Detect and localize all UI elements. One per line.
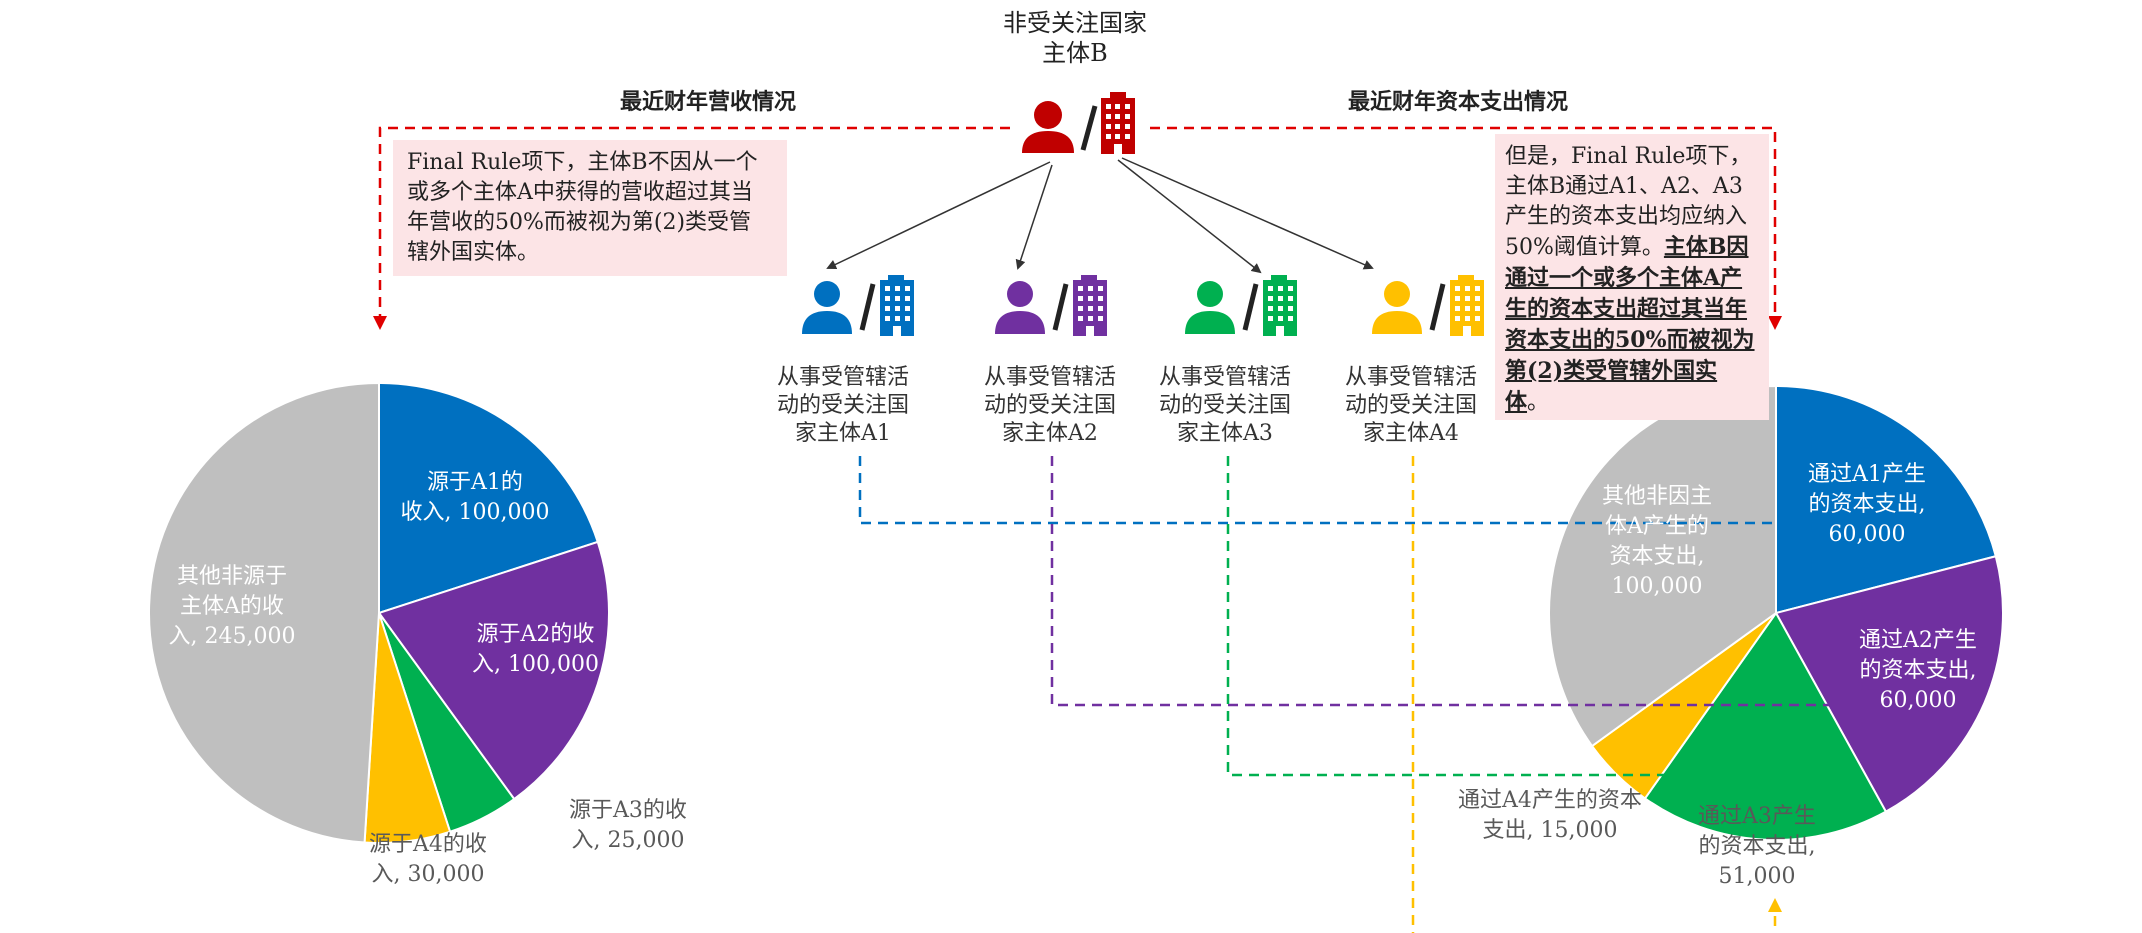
arrow-b-to-a4 <box>1121 157 1374 270</box>
revenue-pie-slice-5 <box>148 381 380 844</box>
capex-pie-slice-1 <box>1775 384 1998 615</box>
entity-a2-building-icon <box>1073 275 1107 336</box>
left-red-dashed-connector <box>378 126 1010 318</box>
capex-other-label: 其他非因主 体A产生的 资本支出, 100,000 <box>1601 484 1712 599</box>
entity-a2-label: 从事受管辖活动的受关注国家主体A2 <box>983 365 1116 446</box>
arrow-b-to-a3 <box>1117 159 1262 274</box>
capex-pie-slice-2 <box>1774 555 2004 813</box>
entity-a3-building-icon <box>1263 275 1297 336</box>
capex-note-end: 。 <box>1527 390 1550 415</box>
entity-a3-person-icon <box>1185 281 1235 334</box>
entity-a4-label: 从事受管辖活动的受关注国家主体A4 <box>1344 365 1477 446</box>
capex-note-plain: 但是，Final Rule项下，主体B通过A1、A2、A3产生的资本支出均应纳入… <box>1505 144 1752 260</box>
entity-a4-person-icon <box>1372 281 1422 334</box>
capex-pie-chart <box>1548 384 2004 841</box>
capex-a3-label: 通过A3产生 的资本支出, 51,000 <box>1698 804 1816 889</box>
a1-blue-dashed-connector <box>858 456 1885 525</box>
right-red-arrowhead <box>1768 316 1782 330</box>
capex-a1-label: 通过A1产生 的资本支出, 60,000 <box>1808 462 1926 547</box>
entity-a4-slash <box>1429 283 1446 331</box>
capex-note: 但是，Final Rule项下，主体B通过A1、A2、A3产生的资本支出均应纳入… <box>1495 134 1769 420</box>
revenue-pie-slice-1 <box>378 381 600 615</box>
revenue-pie-slice-2 <box>377 540 610 801</box>
entity-a1-person-icon <box>802 281 852 334</box>
right-red-dashed-connector <box>1150 126 1777 318</box>
entity-a1-label: 从事受管辖活动的受关注国家主体A1 <box>776 365 909 446</box>
left-red-arrowhead <box>373 316 387 330</box>
revenue-a4-label: 源于A4的收 入, 30,000 <box>369 832 487 887</box>
revenue-a3-label: 源于A3的收 入, 25,000 <box>569 798 687 853</box>
entity-a3-label: 从事受管辖活动的受关注国家主体A3 <box>1158 365 1291 446</box>
revenue-note: Final Rule项下，主体B不因从一个或多个主体A中获得的营收超过其当年营收… <box>393 140 787 276</box>
entity-a2-person-icon <box>995 281 1045 334</box>
entity-b-building-icon <box>1101 92 1135 154</box>
a4-yellow-dashed-connector <box>1411 456 1777 933</box>
a2-purple-dashed-connector <box>1050 456 1865 707</box>
revenue-pie-chart <box>148 381 610 844</box>
entity-a1-building-icon <box>880 275 914 336</box>
capex-a2-label: 通过A2产生 的资本支出, 60,000 <box>1859 628 1977 713</box>
arrow-b-to-a2 <box>1015 164 1053 270</box>
revenue-note-text: Final Rule项下，主体B不因从一个或多个主体A中获得的营收超过其当年营收… <box>407 150 758 265</box>
a4-yellow-arrowhead <box>1768 898 1782 912</box>
arrow-b-to-a1 <box>826 161 1051 270</box>
revenue-a1-label: 源于A1的 收入, 100,000 <box>400 470 550 525</box>
revenue-heading: 最近财年营收情况 <box>620 89 797 115</box>
entity-b-slash <box>1080 105 1098 151</box>
revenue-a2-label: 源于A2的收 入, 100,000 <box>472 622 599 677</box>
entity-a1-slash <box>859 283 876 331</box>
entity-a3-slash <box>1242 283 1259 331</box>
revenue-other-label: 其他非源于 主体A的收 入, 245,000 <box>168 564 296 649</box>
capex-note-bold: 主体B因通过一个或多个主体A产生的资本支出超过其当年资本支出的50%而被视为第(… <box>1505 234 1755 415</box>
capex-a4-label: 通过A4产生的资本 支出, 15,000 <box>1458 788 1642 843</box>
capex-heading: 最近财年资本支出情况 <box>1348 89 1569 115</box>
entity-b-title-line2: 主体B <box>1042 39 1108 67</box>
capex-pie-slice-3 <box>1643 611 1888 841</box>
entity-b-icon <box>1022 101 1074 153</box>
entity-a2-slash <box>1052 283 1069 331</box>
entity-a4-building-icon <box>1450 275 1484 336</box>
entity-b-title: 非受关注国家 主体B <box>960 8 1190 68</box>
entity-b-title-line1: 非受关注国家 <box>1003 9 1147 37</box>
a3-green-dashed-connector <box>1226 456 1770 777</box>
